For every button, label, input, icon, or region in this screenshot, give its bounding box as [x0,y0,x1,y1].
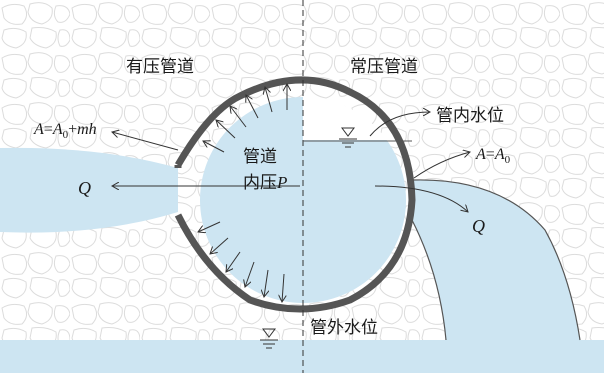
flow-right-arrow [374,185,468,212]
label-normal-pipe: 常压管道 [350,57,418,77]
jet-outline-outer [413,179,581,341]
water-level-symbol-outside [260,328,278,349]
label-area-right: A=A0 [475,146,511,166]
label-flow-left: Q [78,178,91,198]
outflow-jet [412,179,580,340]
outside-water [0,340,604,373]
jet-outline-inner [411,219,447,341]
pressure-arrows [198,84,287,302]
label-outside-water-level: 管外水位 [310,318,378,338]
label-pressure-inside-2: 内压P [243,173,287,193]
label-pressure-inside-1: 管道 [243,147,277,167]
label-area-left: A=A0+mh [33,121,97,141]
label-pressure-pipe: 有压管道 [126,57,194,77]
water-level-symbol-inside [339,127,357,148]
label-inside-water-level: 管内水位 [436,106,504,126]
inside-level-leader [369,112,430,137]
left-pipe-water [0,147,178,233]
area-right-leader [413,152,470,179]
pipe-wall [174,76,416,313]
area-left-leader [112,132,179,151]
label-flow-right: Q [472,216,485,236]
label-pressure-symbol: P [276,173,287,192]
